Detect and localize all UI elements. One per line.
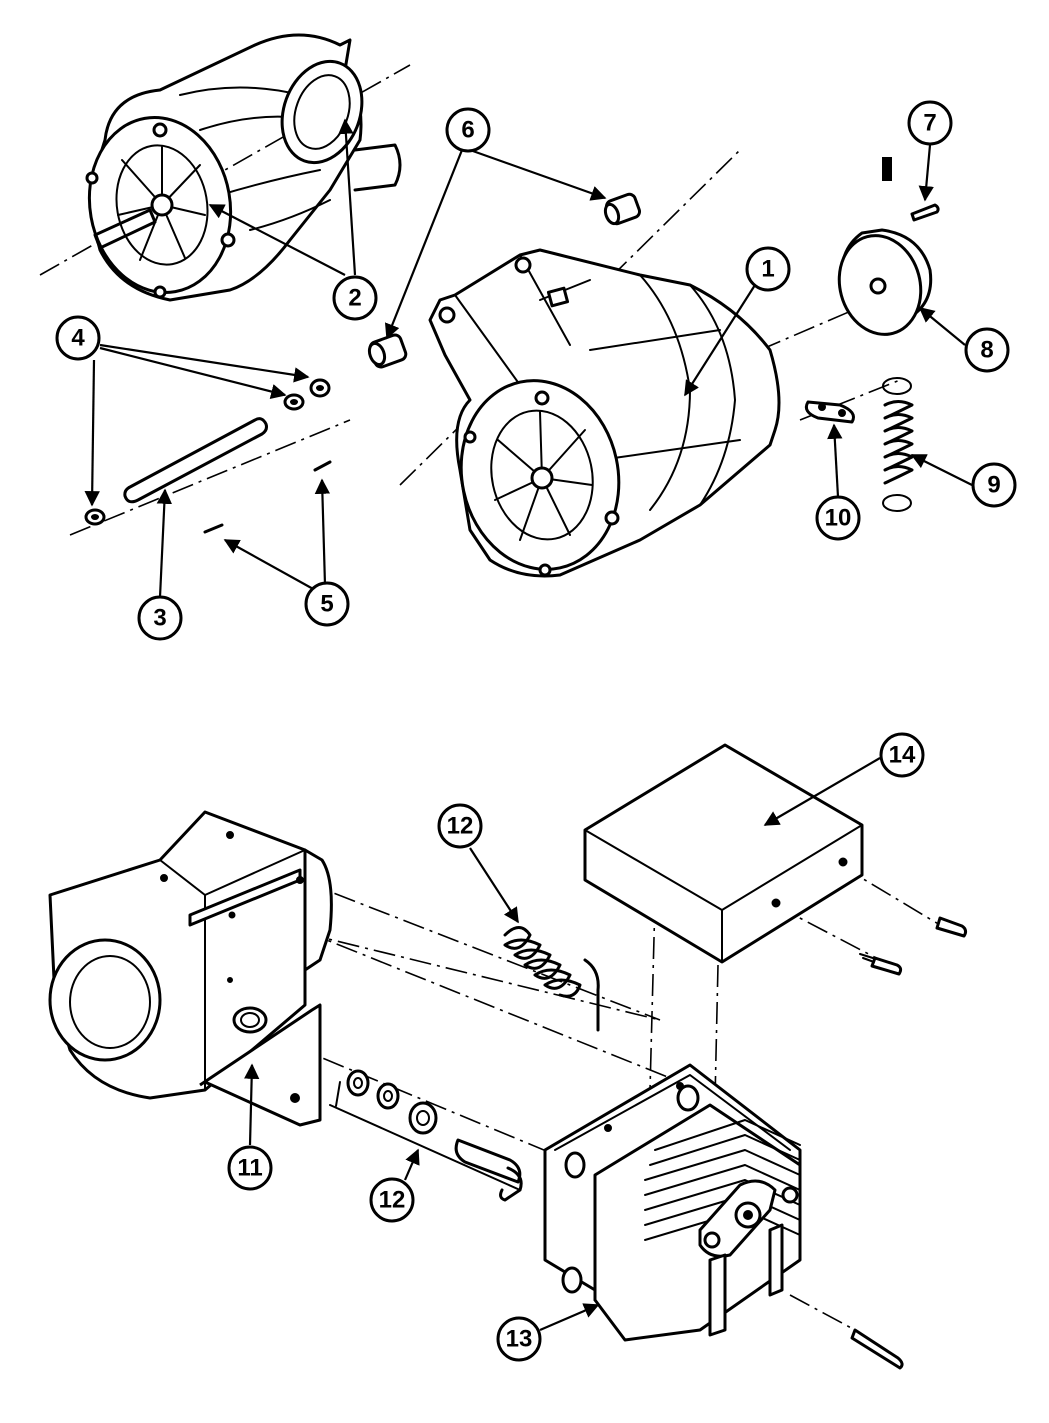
washers-part-4 — [84, 378, 331, 526]
callout-11-label: 11 — [237, 1155, 262, 1182]
pulley-part-8 — [837, 228, 933, 336]
callout-2: 2 — [332, 275, 378, 321]
callout-9: 9 — [971, 462, 1017, 508]
key-part-7 — [910, 203, 940, 222]
screw-part-13 — [850, 1328, 904, 1370]
screws-part-14 — [859, 916, 968, 976]
bracket-part-10 — [804, 400, 855, 424]
motor-housing-part-1 — [428, 248, 781, 578]
callout-10-label: 10 — [825, 505, 852, 532]
callout-2-label: 2 — [348, 285, 361, 312]
callout-7: 7 — [907, 100, 953, 146]
set-screw — [882, 157, 892, 181]
callout-12-upper: 12 — [437, 803, 483, 849]
callout-3-label: 3 — [153, 605, 166, 632]
timer-motor-part-13 — [543, 1063, 802, 1342]
callout-6: 6 — [445, 107, 491, 153]
callout-1-label: 1 — [761, 256, 774, 283]
callout-14: 14 — [879, 732, 925, 778]
callout-14-label: 14 — [889, 742, 916, 769]
callout-13-label: 13 — [506, 1326, 533, 1353]
callout-9-label: 9 — [987, 472, 1000, 499]
callout-6-label: 6 — [461, 117, 474, 144]
callout-1: 1 — [745, 246, 791, 292]
spring-part-9 — [882, 377, 914, 512]
leader-lines — [84, 118, 973, 1332]
shaft-part-3 — [123, 417, 268, 504]
cover-part-14 — [583, 743, 864, 964]
bushing-part-6-lower — [367, 333, 408, 369]
spring-part-12 — [503, 926, 600, 1032]
blower-housing-part-11 — [48, 810, 333, 1127]
callout-8: 8 — [964, 327, 1010, 373]
callout-12-lower-label: 12 — [379, 1187, 406, 1214]
callout-7-label: 7 — [923, 110, 936, 137]
bushing-part-6-upper — [603, 192, 642, 226]
callout-5-label: 5 — [320, 591, 333, 618]
seal-kit-part-12 — [329, 1069, 523, 1202]
callout-11: 11 — [227, 1145, 273, 1191]
motor-shell-part-2 — [85, 33, 402, 302]
callout-12-upper-label: 12 — [447, 813, 474, 840]
callout-13: 13 — [496, 1316, 542, 1362]
callout-10: 10 — [815, 495, 861, 541]
callout-12-lower: 12 — [369, 1177, 415, 1223]
callout-4-label: 4 — [71, 325, 85, 352]
callout-8-label: 8 — [980, 337, 993, 364]
pins-part-5 — [203, 460, 332, 534]
callout-3: 3 — [137, 595, 183, 641]
callout-5: 5 — [304, 581, 350, 627]
callout-4: 4 — [55, 315, 101, 361]
